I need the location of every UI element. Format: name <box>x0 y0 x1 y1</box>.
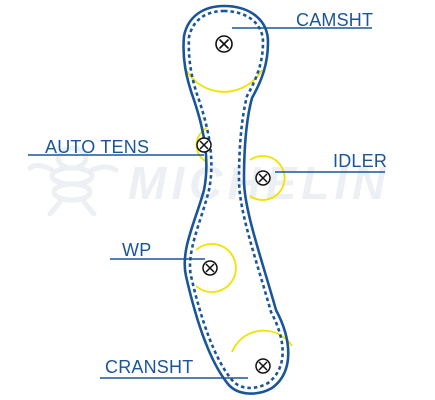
leader-lines <box>28 27 385 379</box>
crankshaft-center-icon <box>255 358 271 374</box>
timing-belt-teeth <box>187 9 284 390</box>
camshaft-label: CAMSHT <box>296 10 374 30</box>
water-pump-center-icon <box>202 260 218 276</box>
camshaft-center-icon <box>215 35 233 53</box>
pulley-centers <box>196 35 271 374</box>
timing-belt-outer <box>182 4 290 395</box>
idler-label: IDLER <box>333 151 388 171</box>
auto-tensioner-center-icon <box>196 137 212 153</box>
crankshaft-label: CRANSHT <box>105 357 194 377</box>
idler-pulley-arc <box>249 155 286 201</box>
timing-belt <box>182 4 290 395</box>
idler-center-icon <box>255 170 271 186</box>
water-pump-pulley-arc <box>195 243 237 293</box>
auto-tensioner-label: AUTO TENS <box>45 137 150 157</box>
water-pump-label: WP <box>122 240 152 260</box>
michelin-man-logo <box>27 145 119 217</box>
